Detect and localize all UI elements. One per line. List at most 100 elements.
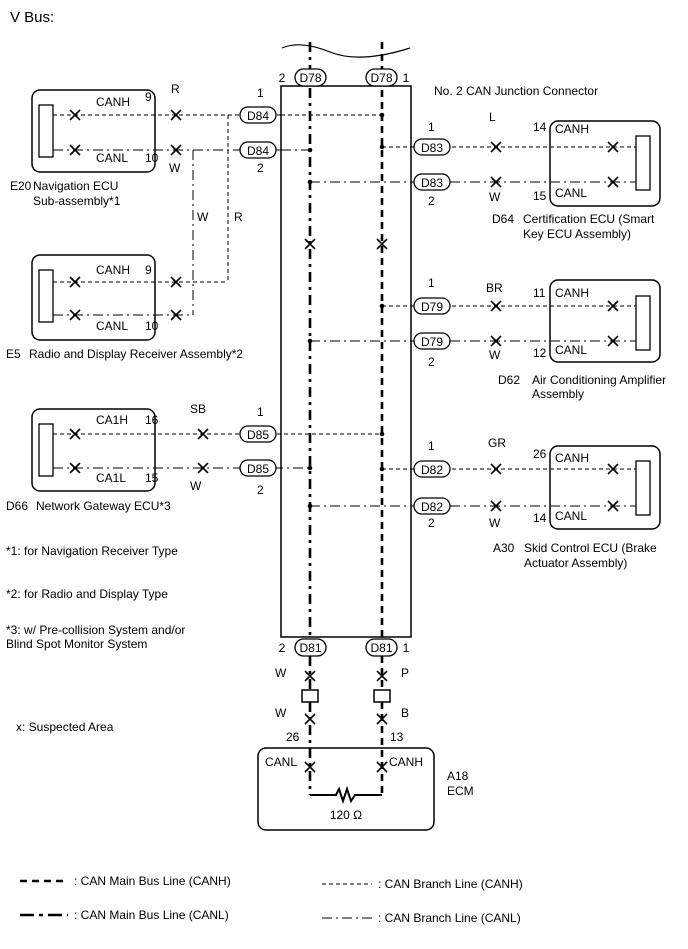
svg-text:26: 26 xyxy=(286,730,300,744)
svg-text:CANL: CANL xyxy=(96,319,128,333)
svg-text:D83: D83 xyxy=(421,176,443,190)
legend-branch-canl: : CAN Branch Line (CANL) xyxy=(378,911,521,925)
svg-text:A30: A30 xyxy=(493,541,515,555)
terminating-resistor xyxy=(310,785,382,805)
svg-text:CANL: CANL xyxy=(555,509,587,523)
svg-text:Network Gateway ECU*3: Network Gateway ECU*3 xyxy=(36,499,171,513)
svg-text:CANL: CANL xyxy=(265,755,297,769)
svg-text:W: W xyxy=(169,161,181,175)
connector-d81-left: D81 2 xyxy=(279,638,327,657)
svg-text:A18: A18 xyxy=(447,769,469,783)
svg-text:CANL: CANL xyxy=(555,186,587,200)
svg-text:D78: D78 xyxy=(370,71,392,85)
svg-text:CANL: CANL xyxy=(96,151,128,165)
svg-text:R: R xyxy=(234,210,243,224)
svg-text:CANH: CANH xyxy=(389,755,423,769)
svg-text:9: 9 xyxy=(145,263,152,277)
svg-text:W: W xyxy=(275,706,287,720)
svg-text:D78: D78 xyxy=(299,71,321,85)
svg-text:D85: D85 xyxy=(247,428,269,442)
svg-text:CANH: CANH xyxy=(555,286,589,300)
svg-text:2: 2 xyxy=(257,483,264,497)
svg-text:2: 2 xyxy=(279,641,286,655)
svg-text:14: 14 xyxy=(533,511,547,525)
svg-text:1: 1 xyxy=(428,439,435,453)
svg-text:W: W xyxy=(190,479,202,493)
svg-text:CANH: CANH xyxy=(555,451,589,465)
svg-text:W: W xyxy=(489,190,501,204)
svg-text:11: 11 xyxy=(533,286,546,300)
svg-text:2: 2 xyxy=(279,71,286,85)
certification-ecu: CANH CANL 14 15 D64 Certification ECU (S… xyxy=(492,120,661,241)
svg-text:D81: D81 xyxy=(370,641,392,655)
connector-d84: D84 D84 1 2 xyxy=(239,86,277,175)
resistor-value: 120 Ω xyxy=(330,808,362,822)
svg-text:E20: E20 xyxy=(10,179,32,193)
svg-text:Radio and Display Receiver Ass: Radio and Display Receiver Assembly*2 xyxy=(29,347,243,361)
svg-text:Certification ECU (Smart: Certification ECU (Smart xyxy=(523,212,655,226)
suspect-note: x: Suspected Area xyxy=(16,720,114,734)
svg-text:B: B xyxy=(401,706,409,720)
svg-text:D64: D64 xyxy=(492,212,514,226)
note-1: *1: for Navigation Receiver Type xyxy=(6,544,178,558)
svg-text:12: 12 xyxy=(533,346,547,360)
svg-text:W: W xyxy=(489,348,501,362)
svg-text:ECM: ECM xyxy=(447,784,474,798)
svg-text:D83: D83 xyxy=(421,141,443,155)
svg-text:1: 1 xyxy=(257,86,264,100)
svg-text:1: 1 xyxy=(428,120,435,134)
svg-text:14: 14 xyxy=(533,120,547,134)
svg-text:2: 2 xyxy=(428,355,435,369)
svg-text:R: R xyxy=(171,82,180,96)
legend-main-canh: : CAN Main Bus Line (CANH) xyxy=(74,874,231,888)
svg-text:CANH: CANH xyxy=(96,95,130,109)
svg-text:CA1L: CA1L xyxy=(96,471,126,485)
connector-d81-right: D81 1 xyxy=(365,638,410,657)
svg-text:1: 1 xyxy=(403,641,410,655)
svg-text:D62: D62 xyxy=(498,373,520,387)
ecm: 26 13 CANL CANH A18 ECM 120 Ω xyxy=(257,730,474,831)
connector-d78-left: D78 2 xyxy=(279,68,327,87)
svg-text:D82: D82 xyxy=(421,500,443,514)
svg-text:W: W xyxy=(275,666,287,680)
svg-text:2: 2 xyxy=(428,516,435,530)
svg-text:15: 15 xyxy=(145,471,159,485)
svg-text:CA1H: CA1H xyxy=(96,413,128,427)
svg-text:Air Conditioning Amplifier: Air Conditioning Amplifier xyxy=(532,373,666,387)
svg-text:Skid Control ECU (Brake: Skid Control ECU (Brake xyxy=(524,541,657,555)
junction-label: No. 2 CAN Junction Connector xyxy=(434,84,598,98)
svg-text:1: 1 xyxy=(257,405,264,419)
svg-text:D84: D84 xyxy=(247,109,269,123)
connector-d79: D79 D79 1 2 xyxy=(413,276,451,369)
note-3: *3: w/ Pre-collision System and/or xyxy=(6,623,185,637)
svg-text:15: 15 xyxy=(533,189,547,203)
svg-text:10: 10 xyxy=(145,319,159,333)
svg-text:1: 1 xyxy=(403,71,410,85)
legend: : CAN Main Bus Line (CANH) : CAN Main Bu… xyxy=(20,874,523,925)
svg-text:Key ECU Assembly): Key ECU Assembly) xyxy=(523,227,631,241)
skid-control-ecu: CANH CANL 26 14 A30 Skid Control ECU (Br… xyxy=(493,445,661,570)
svg-text:16: 16 xyxy=(145,413,159,427)
svg-text:CANH: CANH xyxy=(96,263,130,277)
connector-d85: D85 D85 1 2 xyxy=(239,405,277,497)
svg-text:Assembly: Assembly xyxy=(532,387,584,401)
joint-connector-canl xyxy=(301,689,319,703)
svg-text:CANH: CANH xyxy=(555,122,589,136)
svg-text:D82: D82 xyxy=(421,463,443,477)
svg-text:2: 2 xyxy=(428,194,435,208)
svg-text:Actuator Assembly): Actuator Assembly) xyxy=(524,556,627,570)
diagram-title: V Bus: xyxy=(10,9,54,26)
radio-display-receiver: CANH CANL 9 10 E5 Radio and Display Rece… xyxy=(6,254,243,361)
svg-text:E5: E5 xyxy=(6,347,21,361)
air-conditioning-amplifier: CANH CANL 11 12 D62 Air Conditioning Amp… xyxy=(498,279,666,401)
svg-text:9: 9 xyxy=(145,90,152,104)
svg-text:CANL: CANL xyxy=(555,343,587,357)
svg-text:D79: D79 xyxy=(421,335,443,349)
connector-d78-right: D78 1 xyxy=(365,68,410,87)
svg-text:2: 2 xyxy=(257,161,264,175)
legend-branch-canh: : CAN Branch Line (CANH) xyxy=(378,877,523,891)
svg-text:D81: D81 xyxy=(299,641,321,655)
connector-d82: D82 D82 1 2 xyxy=(413,439,451,530)
svg-text:D84: D84 xyxy=(247,144,269,158)
